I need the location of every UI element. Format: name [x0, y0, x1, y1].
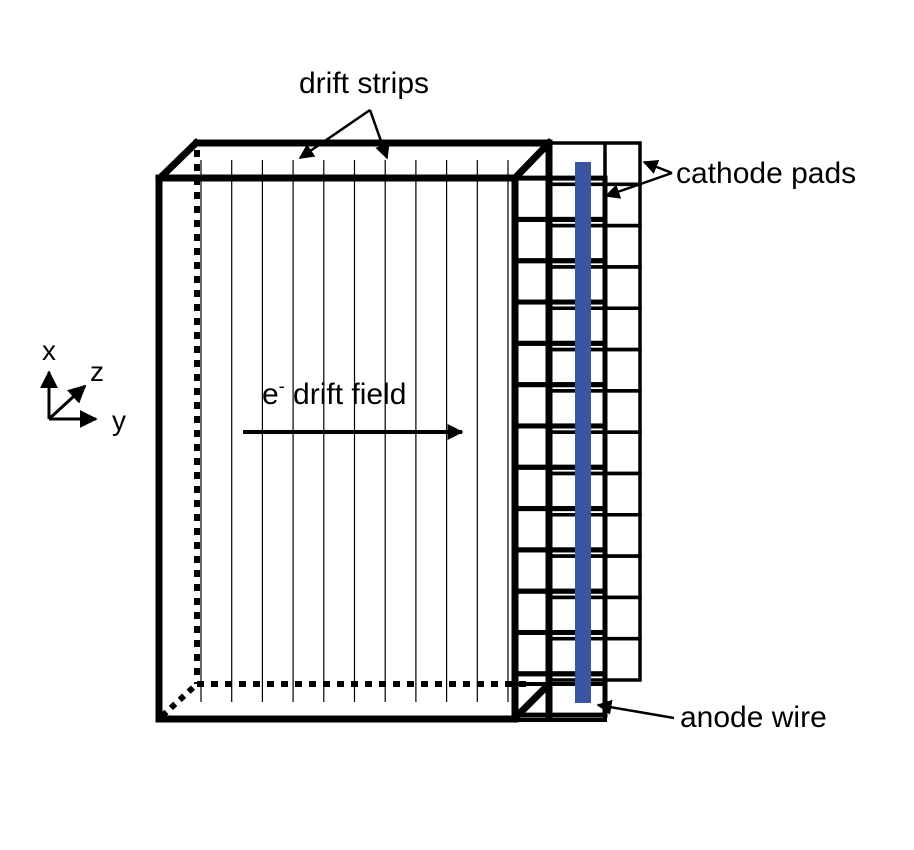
x-axis-label: x — [42, 335, 56, 366]
pointer-arrow-lower — [604, 171, 673, 199]
y-axis-label: y — [112, 405, 126, 436]
anode-wire — [575, 162, 591, 703]
anode-wire-pointer — [596, 699, 675, 720]
coordinate-axes-icon — [40, 370, 98, 428]
chamber-hidden-edges — [159, 150, 530, 719]
bottom-left-diagonal — [159, 681, 200, 719]
top-left-diagonal — [155, 138, 201, 183]
pointer-arrow-left — [298, 108, 371, 160]
bottom-right-diagonal — [510, 679, 554, 723]
chamber-visible-edges — [155, 138, 554, 723]
chamber-front-face — [155, 174, 519, 723]
drift-field-label: e- drift field — [262, 376, 406, 411]
electron-charge-superscript: - — [279, 376, 285, 396]
cathode-pads-pointer — [604, 159, 673, 199]
drift-strips-pointer — [298, 108, 390, 160]
pointer-arrow-right — [368, 109, 390, 160]
cathode-pads-label: cathode pads — [676, 157, 856, 190]
electron-symbol: e — [262, 378, 279, 411]
anode-wire-label: anode wire — [680, 701, 827, 734]
drift-field-text: drift field — [285, 378, 407, 411]
z-axis-arrow — [47, 384, 87, 421]
pointer-arrow-upper — [642, 159, 673, 175]
z-axis-label: z — [90, 356, 104, 387]
top-right-diagonal — [510, 138, 554, 183]
drift-strips-label: drift strips — [299, 67, 429, 100]
